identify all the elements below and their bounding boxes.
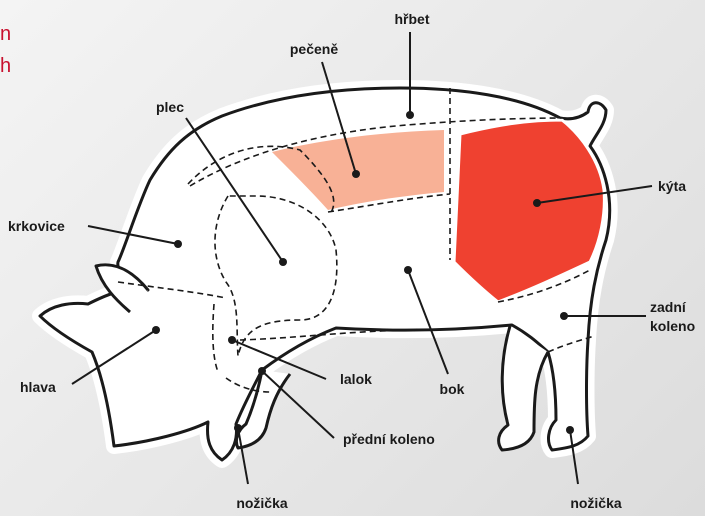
dot-hrbet [406,111,414,119]
label-nozicka-front: nožička [236,495,288,511]
heading-fragment-2: h [0,55,11,77]
label-krkovice: krkovice [8,218,65,234]
dot-plec [279,258,287,266]
dot-predni-koleno [258,367,266,375]
label-lalok: lalok [340,371,372,387]
heading-fragment-1: n [0,23,11,45]
dot-pecene [352,170,360,178]
label-predni-koleno: přední koleno [343,431,435,447]
dot-nozicka-front [234,424,242,432]
label-bok: bok [440,381,465,397]
label-hrbet: hřbet [395,11,430,27]
dot-zadni-koleno [560,312,568,320]
label-kyta: kýta [658,178,686,194]
label-nozicka-rear: nožička [570,495,622,511]
dot-nozicka-rear [566,426,574,434]
label-plec: plec [156,99,184,115]
label-zadni-koleno-2: koleno [650,318,695,334]
label-zadni-koleno-1: zadní [650,299,687,315]
dot-bok [404,266,412,274]
dot-lalok [228,336,236,344]
dot-hlava [152,326,160,334]
label-pecene: pečeně [290,41,338,57]
dot-krkovice [174,240,182,248]
dot-kyta [533,199,541,207]
label-hlava: hlava [20,379,56,395]
